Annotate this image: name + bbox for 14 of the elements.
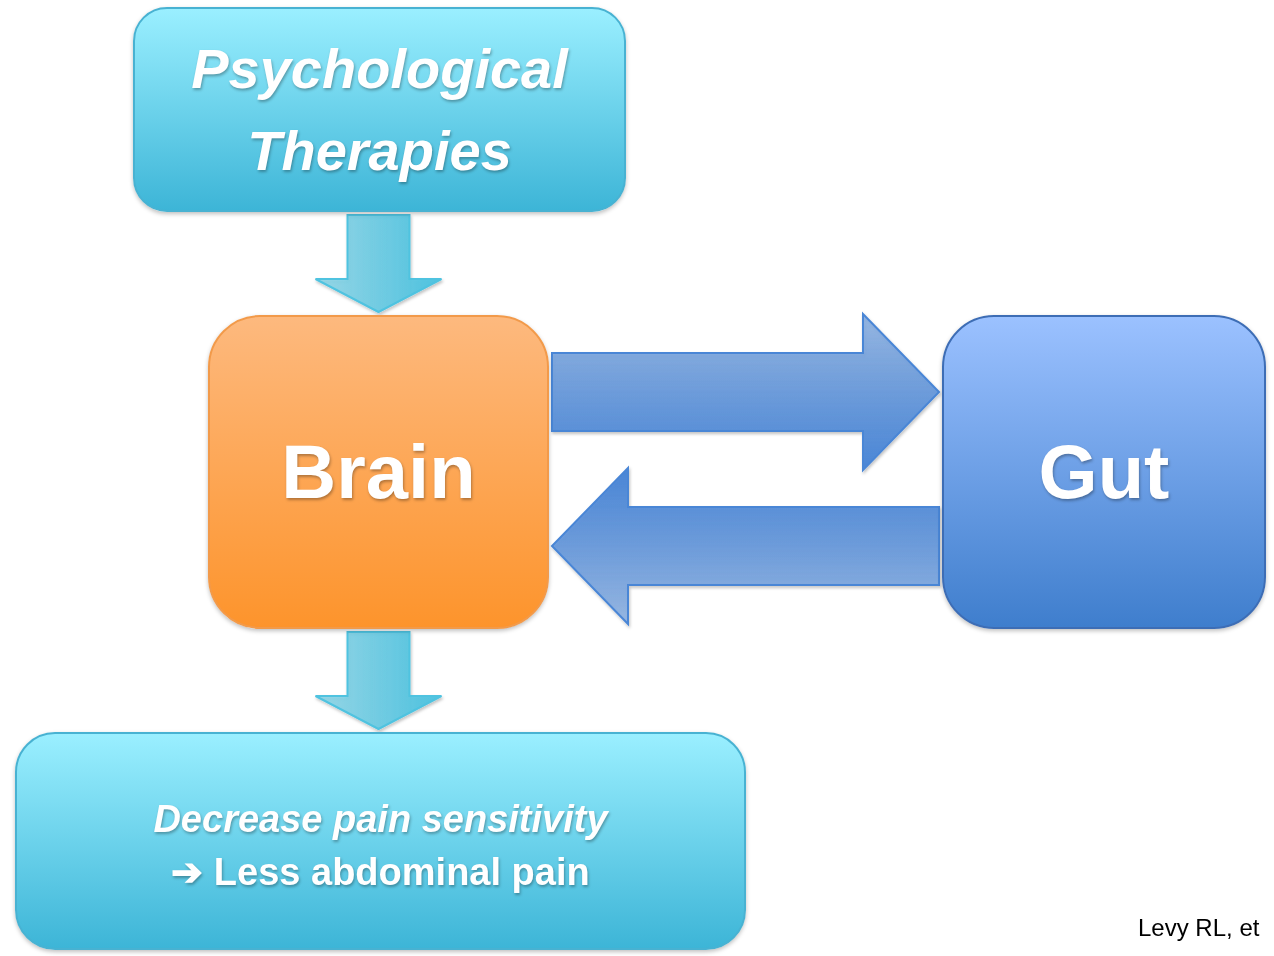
process-box (15, 732, 746, 950)
box-label: Gut (1038, 430, 1170, 514)
block-arrow (551, 311, 941, 473)
process-box (133, 7, 626, 212)
citation: Levy RL, et (1138, 914, 1260, 942)
block-arrow (550, 465, 940, 627)
box-label: Decrease pain sensitivity (153, 796, 608, 842)
box-label: Psychological Therapies (190, 36, 570, 184)
block-arrow (314, 214, 443, 314)
block-arrow (314, 631, 443, 731)
organ-box (942, 315, 1266, 629)
box-label: Brain (281, 430, 476, 514)
box-label: ➔ Less abdominal pain (171, 850, 590, 895)
organ-box (208, 315, 549, 629)
